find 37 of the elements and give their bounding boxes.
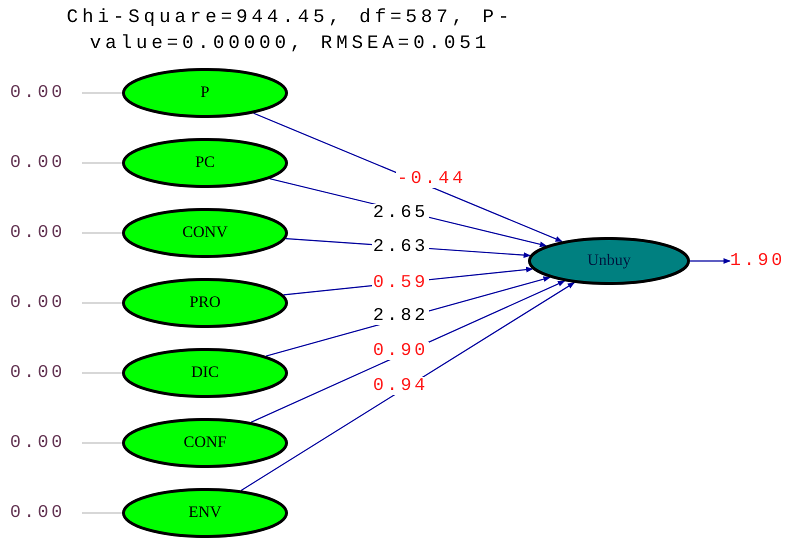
parameter-value: 0.00 (10, 293, 66, 313)
parameter-value: 0.00 (10, 503, 66, 523)
connector-line (82, 512, 122, 514)
variable-name: P (200, 84, 210, 102)
edge-label: 2.82 (372, 307, 430, 325)
parameter-value: 0.00 (10, 83, 66, 103)
parameter-value: 1.90 (730, 251, 786, 271)
connector-line (82, 372, 122, 374)
latent-variable-ellipse (122, 68, 288, 118)
variable-name: DIC (191, 364, 219, 382)
latent-variable-ellipse (122, 138, 288, 188)
connector-line (82, 302, 122, 304)
variable-name: PRO (189, 294, 221, 312)
variable-name: CONV (182, 224, 228, 242)
connector-line (82, 92, 122, 94)
latent-variable-ellipse (122, 208, 288, 258)
latent-variable-ellipse (122, 418, 288, 468)
connector-line (82, 442, 122, 444)
variable-name: PC (195, 154, 215, 172)
variable-name: CONF (184, 434, 226, 452)
variable-name: ENV (188, 504, 222, 522)
parameter-value: 0.00 (10, 153, 66, 173)
variable-name: Unbuy (587, 252, 631, 270)
arrow (690, 258, 731, 264)
latent-variable-ellipse (528, 237, 690, 285)
latent-variable-ellipse (122, 348, 288, 398)
latent-variable-ellipse (122, 488, 288, 538)
parameter-value: 0.00 (10, 223, 66, 243)
model-fit-statistics: Chi-Square=944.45, df=587, P-value=0.00000, RMSEA=0.051 (66, 5, 514, 56)
parameter-value: 0.00 (10, 433, 66, 453)
edge-label: 0.90 (372, 342, 430, 360)
arrow (253, 112, 563, 242)
parameter-value: 0.00 (10, 363, 66, 383)
latent-variable-ellipse (122, 278, 288, 328)
connector-line (82, 232, 122, 234)
connector-line (82, 162, 122, 164)
arrow (240, 282, 575, 491)
